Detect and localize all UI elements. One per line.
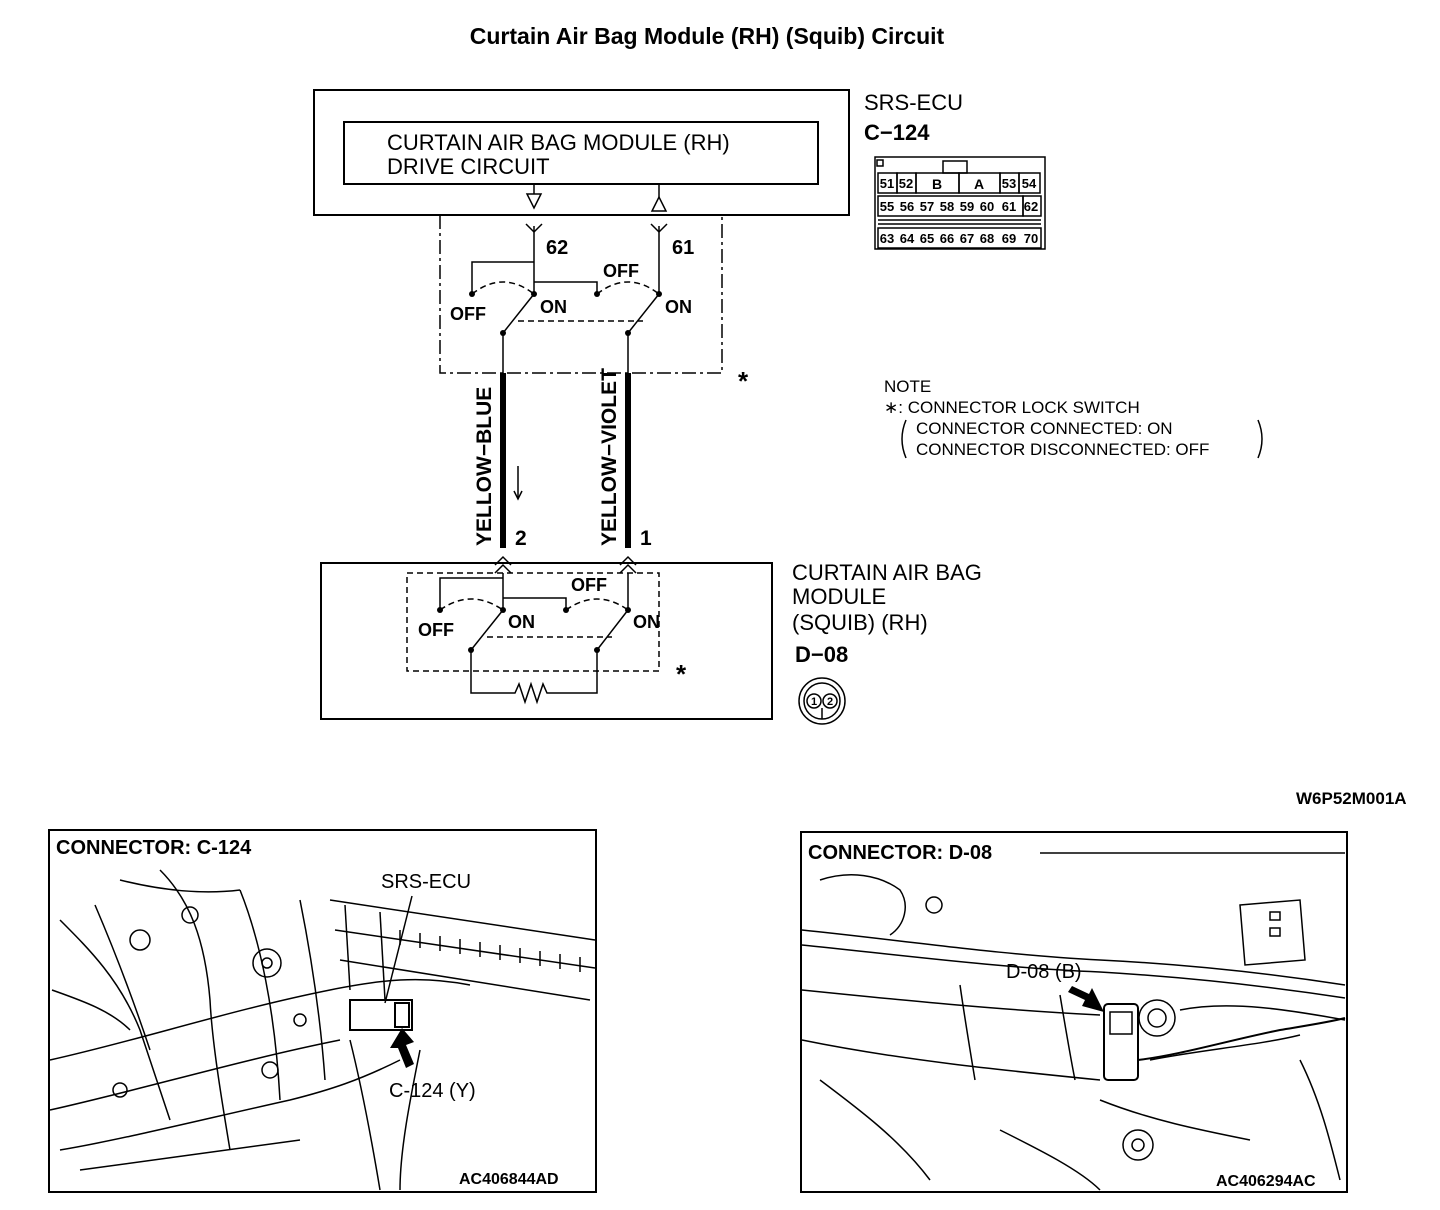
c124-pin-57: 57 (920, 199, 934, 214)
c124-callout-ecu: SRS-ECU (381, 871, 471, 893)
module-switch2-on: ON (633, 612, 660, 632)
c124-pin-55: 55 (880, 199, 894, 214)
note-right-bracket (1257, 419, 1263, 459)
note-star-line: ∗: CONNECTOR LOCK SWITCH (884, 398, 1140, 417)
d08-connector-face: 1 2 (798, 677, 846, 725)
c124-photo-code: AC406844AD (459, 1171, 559, 1188)
module-label-line1: CURTAIN AIR BAG (792, 560, 982, 585)
module-label-line3: (SQUIB) (RH) (792, 610, 928, 635)
c124-connector-face: 51 52 B A 53 54 55 56 57 58 59 60 61 62 … (874, 156, 1046, 250)
note-line-connected: CONNECTOR CONNECTED: ON (916, 419, 1173, 438)
ecu-switch1-on: ON (540, 297, 567, 317)
wire-left-label: YELLOW−BLUE (473, 387, 496, 546)
ecu-pin-61: 61 (672, 237, 694, 259)
output-triangle-icon (525, 193, 543, 210)
c124-callout-connector: C-124 (Y) (389, 1080, 476, 1102)
c124-photo-header: CONNECTOR: C-124 (56, 837, 252, 859)
c124-pin-60: 60 (980, 199, 994, 214)
c124-pin-a: A (974, 176, 984, 192)
note-left-bracket (901, 419, 907, 459)
figure-code: W6P52M001A (1296, 789, 1407, 808)
ecu-pin-62: 62 (546, 237, 568, 259)
airbag-module-box (320, 562, 773, 720)
ecu-connector-label: C−124 (864, 120, 930, 145)
wire-right-label: YELLOW−VIOLET (598, 368, 621, 546)
drive-circuit-line2: DRIVE CIRCUIT (387, 154, 550, 179)
c124-pin-67: 67 (960, 231, 974, 246)
c124-pin-63: 63 (880, 231, 894, 246)
c124-pin-56: 56 (900, 199, 914, 214)
drive-circuit-box (343, 121, 819, 185)
module-switch2-off: OFF (571, 575, 607, 595)
ecu-switch2-off: OFF (603, 261, 639, 281)
note-line-disconnected: CONNECTOR DISCONNECTED: OFF (916, 440, 1209, 459)
ecu-lock-switch-star: * (738, 366, 749, 396)
d08-photo-header: CONNECTOR: D-08 (808, 842, 992, 864)
d08-arrow-icon (1068, 986, 1104, 1012)
page-title: Curtain Air Bag Module (RH) (Squib) Circ… (470, 23, 945, 49)
c124-pin-61: 61 (1002, 199, 1016, 214)
c124-pin-59: 59 (960, 199, 974, 214)
module-lock-switch-box (406, 572, 660, 672)
c124-pin-53: 53 (1002, 176, 1016, 191)
c124-pin-52: 52 (899, 176, 913, 191)
squib-resistor-icon (470, 650, 598, 705)
srs-ecu-box (313, 89, 850, 216)
c124-pin-51: 51 (880, 176, 894, 191)
module-pin-1: 1 (640, 527, 652, 550)
connector-d08-photo-panel: CONNECTOR: D-08 D-08 (B) AC406294AC (800, 831, 1348, 1193)
c124-pin-b: B (932, 176, 942, 192)
module-pin-2: 2 (515, 527, 527, 550)
module-label-line2: MODULE (792, 584, 886, 609)
module-switch1-off: OFF (418, 620, 454, 640)
d08-photo-code: AC406294AC (1216, 1173, 1316, 1190)
c124-pin-65: 65 (920, 231, 934, 246)
c124-pin-62: 62 (1024, 199, 1038, 214)
module-switch1-on: ON (508, 612, 535, 632)
connector-c124-photo-panel: CONNECTOR: C-124 SRS-ECU C-124 (Y) AC406… (48, 829, 597, 1193)
note-heading: NOTE (884, 377, 931, 396)
ecu-lock-switch-box (439, 215, 723, 374)
d08-pin-2: 2 (827, 696, 833, 708)
input-triangle-icon (650, 195, 668, 212)
d08-pin-1: 1 (811, 696, 817, 708)
ecu-switch2-on: ON (665, 297, 692, 317)
c124-arrow-icon (390, 1028, 414, 1068)
c124-pin-58: 58 (940, 199, 954, 214)
c124-pin-68: 68 (980, 231, 994, 246)
module-lock-switch-star: * (676, 659, 687, 689)
drive-circuit-line1: CURTAIN AIR BAG MODULE (RH) (387, 130, 730, 155)
c124-pin-70: 70 (1024, 231, 1038, 246)
c124-pin-54: 54 (1022, 176, 1037, 191)
module-connector-label: D−08 (795, 642, 848, 667)
srs-ecu-label: SRS-ECU (864, 90, 963, 115)
c124-pin-69: 69 (1002, 231, 1016, 246)
ecu-switch1-off: OFF (450, 304, 486, 324)
d08-callout: D-08 (B) (1006, 961, 1082, 983)
c124-pin-66: 66 (940, 231, 954, 246)
c124-pin-64: 64 (900, 231, 915, 246)
